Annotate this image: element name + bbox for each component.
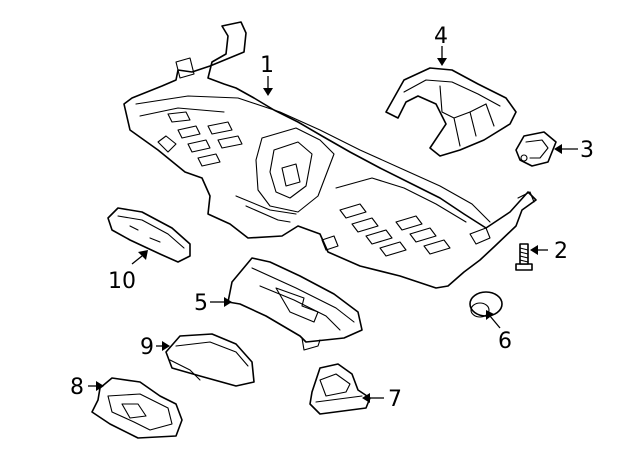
callout-10: 10 [108,269,136,294]
part-4-cover [385,67,517,157]
callout-3: 3 [580,138,594,163]
part-5-tray [227,257,363,351]
part-10-pad [107,207,191,263]
callout-2: 2 [554,239,568,264]
callout-9: 9 [140,335,154,360]
callout-4: 4 [434,24,448,49]
callout-8: 8 [70,375,84,400]
part-9-liner [165,333,255,387]
callout-6: 6 [498,329,512,354]
leader-lines [88,46,578,403]
part-3-bracket [515,131,557,167]
part-1-shelf-panel [123,21,537,289]
part-2-screw [515,243,533,271]
part-8-bracket [91,377,183,439]
callout-1: 1 [260,53,274,78]
callout-7: 7 [388,387,402,412]
callout-5: 5 [194,291,208,316]
callout-labels: 1 2 3 4 5 6 7 8 9 10 [70,24,594,412]
part-7-clip [309,363,371,415]
